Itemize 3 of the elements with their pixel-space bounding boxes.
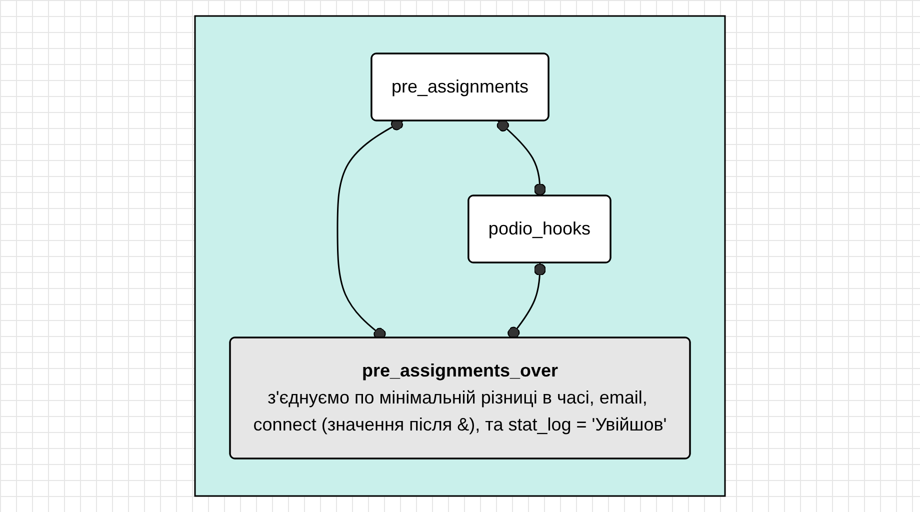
connector bbox=[496, 119, 546, 196]
connector bbox=[508, 262, 546, 339]
cluster bbox=[194, 15, 726, 497]
